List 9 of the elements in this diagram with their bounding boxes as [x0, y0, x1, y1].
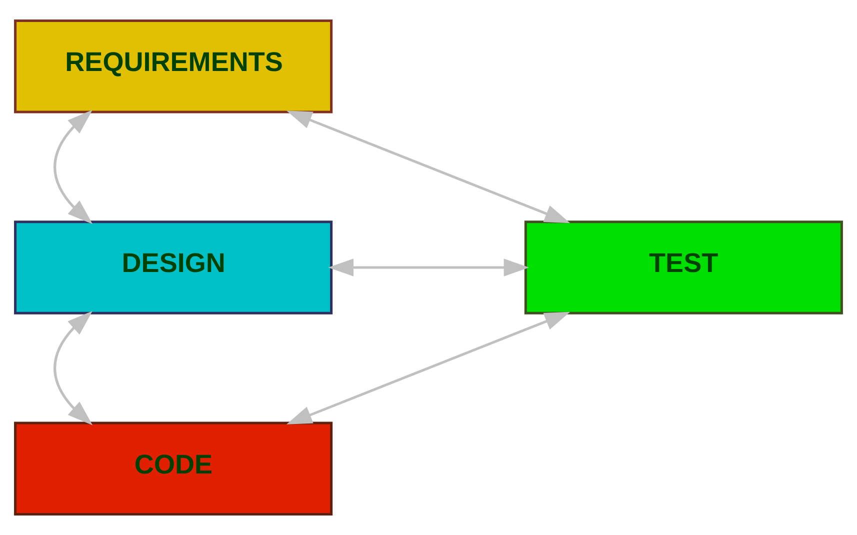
- arrow: [286, 110, 570, 224]
- arrow: [54, 311, 93, 426]
- node-box: REQUIREMENTS: [14, 20, 333, 114]
- node-box: CODE: [14, 422, 333, 516]
- arrow: [328, 258, 530, 276]
- node-box: DESIGN: [14, 220, 333, 314]
- node-box: TEST: [524, 220, 843, 314]
- arrow: [286, 312, 570, 424]
- arrow: [54, 110, 93, 224]
